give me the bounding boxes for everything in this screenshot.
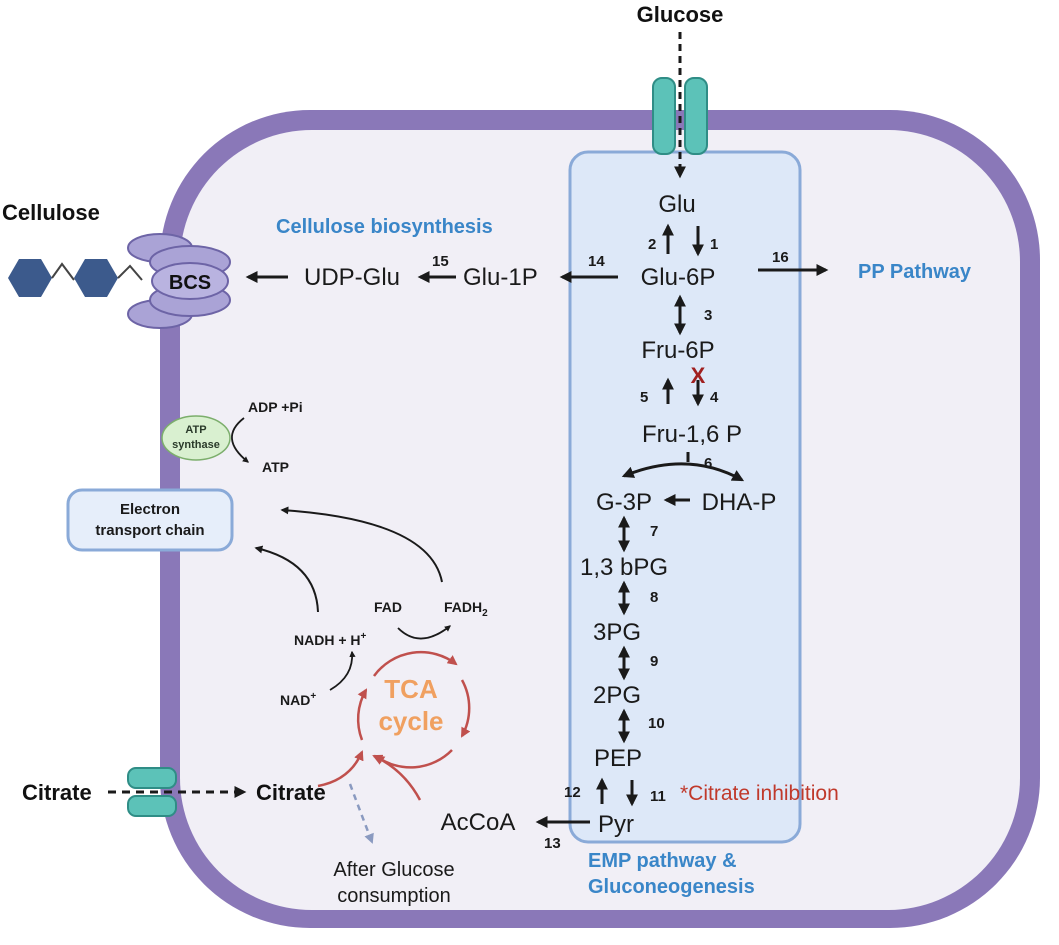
step-11: 11 [650, 788, 666, 805]
metabolite-glu: Glu [658, 191, 695, 218]
step-16: 16 [772, 249, 789, 266]
metabolite-2pg: 2PG [593, 682, 641, 709]
step-15: 15 [432, 253, 449, 270]
after-glucose-arrow [348, 783, 374, 844]
glucose-outside-label: Glucose [637, 2, 724, 27]
etc-label-line1: Electron [120, 501, 180, 518]
step-12: 12 [564, 784, 581, 801]
fadh2-label: FADH2 [444, 599, 488, 619]
cellulose-label: Cellulose [2, 200, 100, 225]
step-4: 4 [710, 389, 719, 406]
step-9: 9 [650, 653, 658, 670]
nadh-superscript: + [361, 631, 367, 642]
bcs-complex [127, 233, 231, 329]
step-1: 1 [710, 236, 718, 253]
atp-synthase-label-line2: synthase [172, 439, 220, 451]
metabolite-glu-6p: Glu-6P [641, 264, 716, 291]
pp-pathway-label: PP Pathway [858, 261, 972, 283]
metabolite-fru-6p: Fru-6P [641, 337, 714, 364]
metabolite-pyr: Pyr [598, 811, 634, 838]
step-7: 7 [650, 523, 658, 540]
atp-synthase-label-line1: ATP [185, 424, 206, 436]
accoa-to-tca-arrow [372, 754, 422, 801]
fadh2-subscript: 2 [482, 608, 488, 619]
step-5: 5 [640, 389, 648, 406]
citrate-outside-label: Citrate [22, 780, 92, 805]
metabolite-dha-p: DHA-P [702, 489, 777, 516]
etc-label-line2: transport chain [95, 522, 204, 539]
fad-label: FAD [374, 599, 402, 615]
cellulose-chain [8, 259, 143, 297]
metabolite-fru-16p: Fru-1,6 P [642, 421, 742, 448]
tca-label-line2: cycle [378, 706, 443, 736]
metabolite-udp-glu: UDP-Glu [304, 264, 400, 291]
nadh-label: NADH + H+ [294, 631, 367, 648]
cellulose-biosynthesis-label: Cellulose biosynthesis [276, 216, 493, 238]
bcs-label: BCS [169, 272, 211, 294]
after-glucose-label-line1: After Glucose [333, 859, 454, 881]
inhibition-mark: X [691, 363, 706, 388]
step-3: 3 [704, 307, 712, 324]
electron-transport-chain-box [66, 488, 234, 552]
emp-pathway-label-line2: Gluconeogenesis [588, 876, 755, 898]
atp-synthesis-arrow [231, 417, 249, 463]
nadh-text: NADH + H [294, 632, 361, 648]
step-14: 14 [588, 253, 605, 270]
nad-text: NAD [280, 692, 310, 708]
nad-label: NAD+ [280, 691, 316, 708]
nadh-to-etc-arrow [254, 545, 319, 613]
tca-arrow-right [460, 679, 471, 738]
citrate-transporter [127, 767, 177, 817]
metabolite-13-bpg: 1,3 bPG [580, 554, 668, 581]
atp-synthase [161, 415, 231, 461]
step-13: 13 [544, 835, 561, 852]
tca-label-line1: TCA [384, 674, 438, 704]
after-glucose-label-line2: consumption [337, 885, 450, 907]
step-2: 2 [648, 236, 656, 253]
tca-arrow-left [356, 688, 368, 741]
fadh2-to-etc-arrow [280, 506, 443, 583]
emp-pathway-label-line1: EMP pathway & [588, 850, 737, 872]
fad-reduction-arrow [397, 625, 451, 640]
step-8: 8 [650, 589, 658, 606]
metabolite-pep: PEP [594, 745, 642, 772]
metabolite-3pg: 3PG [593, 619, 641, 646]
glucose-transporter [652, 77, 708, 155]
adp-pi-label: ADP +Pi [248, 399, 303, 415]
atp-label: ATP [262, 459, 289, 475]
metabolite-g-3p: G-3P [596, 489, 652, 516]
step-6: 6 [704, 455, 712, 472]
step-10: 10 [648, 715, 665, 732]
fadh2-text: FADH [444, 599, 482, 615]
metabolite-accoa: AcCoA [441, 809, 516, 836]
nad-reduction-arrow [329, 650, 356, 691]
citrate-to-tca-arrow [317, 750, 364, 788]
arrow-step-6 [621, 462, 745, 482]
citrate-inhibition-label: *Citrate inhibition [680, 782, 839, 805]
metabolite-glu-1p: Glu-1P [463, 264, 538, 291]
citrate-inside-label: Citrate [256, 780, 326, 805]
nad-superscript: + [310, 691, 316, 702]
tca-arrow-top [372, 650, 458, 677]
